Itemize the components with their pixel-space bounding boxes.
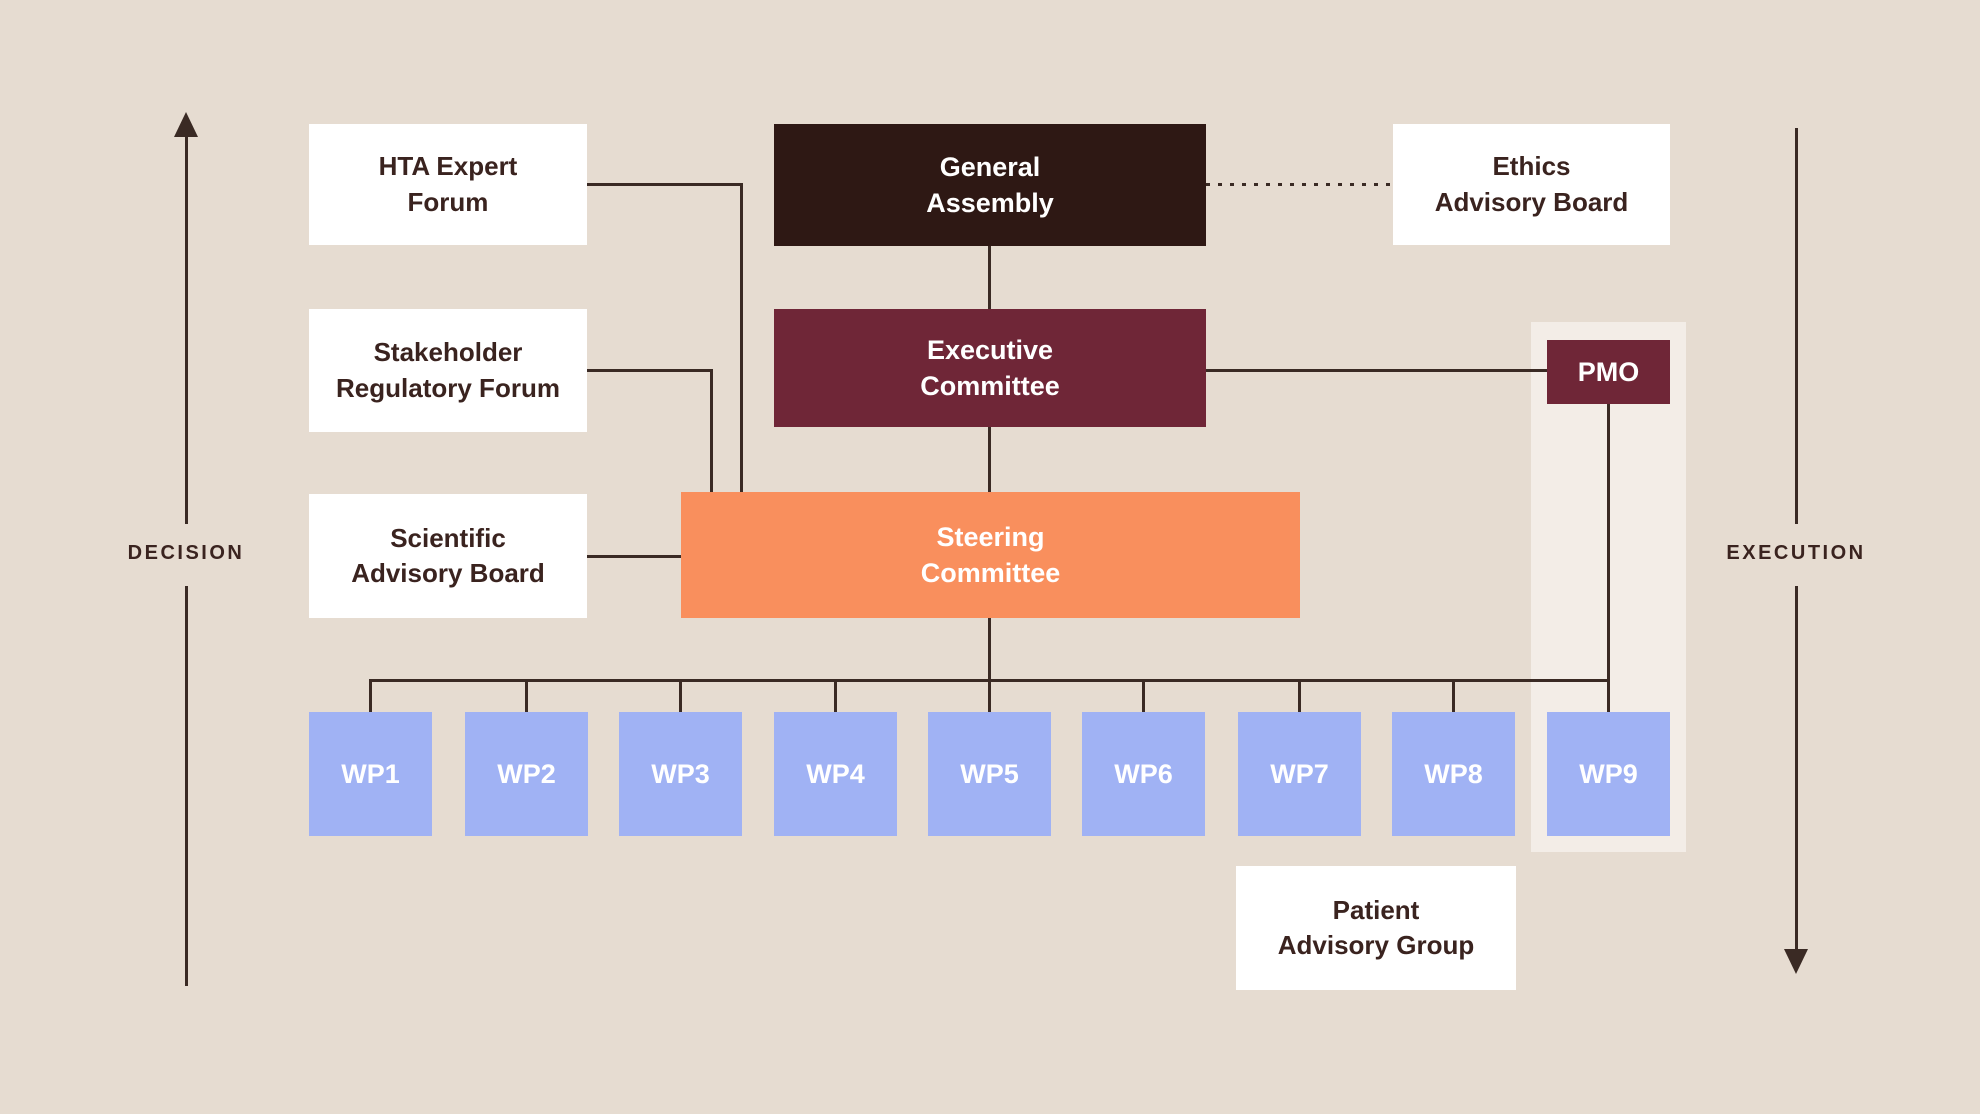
decision-axis-label: DECISION — [127, 542, 245, 564]
connector-stakeholder-horizontal — [587, 369, 713, 372]
down-arrowhead-icon — [1784, 949, 1808, 974]
node-steering-committee: Steering Committee — [681, 492, 1300, 618]
node-wp9: WP9 — [1547, 712, 1670, 836]
node-wp6: WP6 — [1082, 712, 1205, 836]
node-executive-committee: Executive Committee — [774, 309, 1206, 427]
connector-bus-wp6 — [1142, 679, 1145, 712]
node-ethics-advisory-board: Ethics Advisory Board — [1393, 124, 1670, 245]
up-arrowhead-icon — [174, 112, 198, 137]
node-wp5: WP5 — [928, 712, 1051, 836]
dotted-connector-assembly-ethics — [1206, 183, 1393, 186]
node-wp4: WP4 — [774, 712, 897, 836]
connector-bus-wp2 — [525, 679, 528, 712]
node-wp8: WP8 — [1392, 712, 1515, 836]
decision-axis-line-upper — [185, 136, 188, 524]
connector-bus-wp1 — [369, 679, 372, 712]
connector-pmo-wp9 — [1607, 404, 1610, 712]
node-wp3: WP3 — [619, 712, 742, 836]
connector-hta-vertical — [740, 183, 743, 492]
connector-assembly-executive — [988, 246, 991, 309]
execution-axis-label: EXECUTION — [1726, 542, 1866, 564]
connector-scientific-steering — [587, 555, 681, 558]
node-general-assembly: General Assembly — [774, 124, 1206, 246]
connector-executive-pmo — [1206, 369, 1547, 372]
connector-steering-bus — [988, 618, 991, 681]
connector-stakeholder-vertical — [710, 369, 713, 492]
node-stakeholder-regulatory-forum: Stakeholder Regulatory Forum — [309, 309, 587, 432]
connector-bus-wp8 — [1452, 679, 1455, 712]
node-patient-advisory-group: Patient Advisory Group — [1236, 866, 1516, 990]
connector-bus-wp3 — [679, 679, 682, 712]
node-wp2: WP2 — [465, 712, 588, 836]
node-scientific-advisory-board: Scientific Advisory Board — [309, 494, 587, 618]
connector-executive-steering — [988, 427, 991, 492]
node-pmo: PMO — [1547, 340, 1670, 404]
node-hta-expert-forum: HTA Expert Forum — [309, 124, 587, 245]
execution-axis-line-lower — [1795, 586, 1798, 950]
connector-hta-horizontal — [587, 183, 743, 186]
node-wp1: WP1 — [309, 712, 432, 836]
connector-bus-wp5 — [988, 679, 991, 712]
execution-axis-line-upper — [1795, 128, 1798, 524]
decision-axis-line-lower — [185, 586, 188, 986]
node-wp7: WP7 — [1238, 712, 1361, 836]
connector-bus-wp7 — [1298, 679, 1301, 712]
connector-bus-wp4 — [834, 679, 837, 712]
